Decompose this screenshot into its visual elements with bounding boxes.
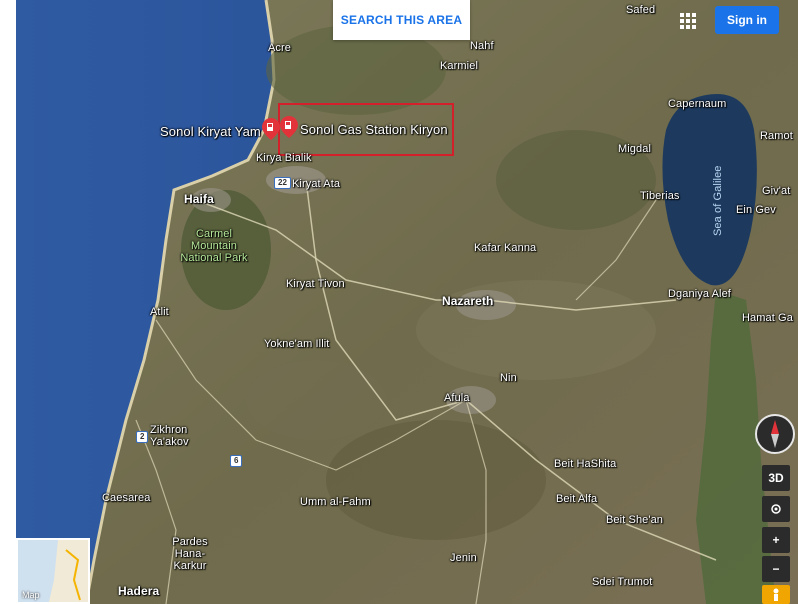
place-label: Nazareth	[442, 294, 494, 308]
satellite-map[interactable]	[16, 0, 798, 604]
gas-station-label[interactable]: Sonol Kiryat Yam	[160, 124, 261, 139]
place-label: Kiryat Ata	[292, 178, 341, 190]
road-shield: 22	[274, 177, 291, 189]
road-shield: 6	[230, 455, 243, 467]
place-label: Dganiya Alef	[668, 288, 731, 300]
place-label: Afula	[444, 392, 470, 404]
sign-in-button[interactable]: Sign in	[715, 6, 779, 34]
place-label: Atlit	[150, 306, 169, 318]
my-location-icon[interactable]	[762, 496, 790, 522]
place-label: Umm al-Fahm	[300, 496, 371, 508]
place-label: Migdal	[618, 143, 652, 155]
place-label: Sdei Trumot	[592, 576, 653, 588]
place-label: Acre	[268, 42, 292, 54]
place-label: Kiryat Tivon	[286, 278, 345, 290]
gas-station-pin-icon[interactable]	[280, 116, 298, 138]
place-label: Nin	[500, 372, 517, 384]
apps-grid-icon[interactable]	[680, 13, 696, 29]
minimap-toggle[interactable]: Map	[16, 538, 90, 604]
place-label: Caesarea	[102, 492, 151, 504]
place-label: Tiberias	[640, 190, 680, 202]
road-shield: 2	[136, 431, 149, 443]
gas-station-label[interactable]: Sonol Gas Station Kiryon	[300, 122, 448, 137]
place-label: Hadera	[118, 584, 160, 598]
place-label: Safed	[626, 4, 656, 16]
place-label: Ein Gev	[736, 204, 776, 216]
place-label: Beit She'an	[606, 514, 664, 526]
map-terrain	[16, 0, 798, 604]
place-label: Beit Alfa	[556, 493, 598, 505]
park-label: Carmel Mountain National Park	[180, 228, 248, 264]
gas-station-pin-icon[interactable]	[262, 118, 280, 140]
place-label: Kirya Bialik	[256, 152, 312, 164]
place-label: Karmiel	[440, 60, 478, 72]
place-label: Nahf	[470, 40, 494, 52]
place-label: Ramot	[760, 130, 793, 142]
left-gutter	[0, 0, 16, 604]
minimap-label: Map	[22, 590, 40, 600]
place-label: Hamat Ga	[742, 312, 793, 324]
search-this-area-button[interactable]: SEARCH THIS AREA	[333, 0, 470, 40]
pegman-icon[interactable]	[762, 585, 790, 604]
place-label: Kafar Kanna	[474, 242, 537, 254]
zoom-in-button[interactable]: +	[762, 527, 790, 553]
place-label: Capernaum	[668, 98, 727, 110]
3d-toggle-button[interactable]: 3D	[762, 465, 790, 491]
place-label: Haifa	[184, 192, 214, 206]
place-label: Yokne'am Illit	[264, 338, 330, 350]
place-label: Pardes Hana-Karkur	[172, 536, 208, 572]
zoom-out-button[interactable]: −	[762, 556, 790, 582]
place-label: Zikhron Ya'akov	[150, 424, 189, 448]
place-label: Giv'at	[762, 185, 791, 197]
place-label: Jenin	[450, 552, 477, 564]
lake-label: Sea of Galilee	[712, 165, 724, 237]
compass-icon[interactable]	[755, 414, 795, 454]
place-label: Beit HaShita	[554, 458, 617, 470]
